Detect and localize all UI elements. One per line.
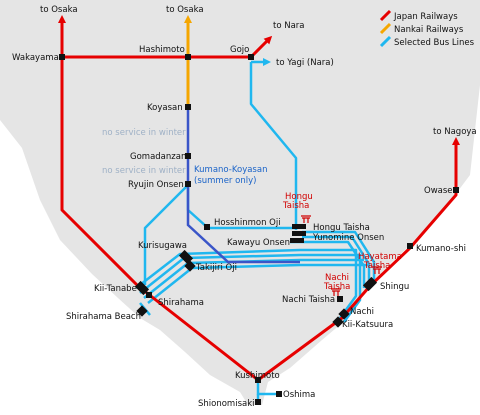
shrine-hongu-line2: Taisha: [282, 201, 309, 211]
label-kawayu-onsen: Kawayu Onsen: [227, 238, 290, 248]
label-nachi: Nachi: [350, 307, 374, 317]
shrine-hongu-line1: Hongu: [285, 192, 313, 202]
legend-swatch-bus: [379, 35, 392, 48]
label-takijiri-oji: Takijiri Oji: [195, 263, 237, 273]
label-oshima: Oshima: [283, 390, 315, 400]
label-yunomine-onsen: Yunomine Onsen: [312, 233, 384, 243]
jr-kisei-line: [60, 57, 460, 382]
legend: Japan Railways Nankai Railways Selected …: [379, 9, 475, 48]
label-kumano-shi: Kumano-shi: [416, 244, 466, 254]
station-shionomisaki[interactable]: [255, 399, 261, 405]
shrine-nachi-line1: Nachi: [325, 273, 349, 283]
bus-hongu-shingu-2: [302, 235, 371, 286]
torii-gate-icon: [301, 215, 311, 223]
label-shirahama: Shirahama: [158, 298, 204, 308]
station-koyasan[interactable]: [185, 104, 191, 110]
station-kii-katsuura[interactable]: [332, 316, 344, 328]
label-nachi-taisha: Nachi Taisha: [282, 295, 335, 305]
station-owase[interactable]: [453, 187, 459, 193]
label-ryujin-onsen: Ryujin Onsen: [128, 180, 184, 190]
note-winter-2: no service in winter: [102, 166, 186, 176]
station-gojo[interactable]: [248, 54, 254, 60]
station-kurisugawa[interactable]: [178, 249, 194, 265]
label-kii-katsuura: Kii-Katsuura: [342, 320, 393, 330]
station-hosshinmon[interactable]: [204, 224, 210, 230]
station-markers: [59, 54, 459, 405]
dest-osaka-jr: to Osaka: [40, 5, 78, 15]
label-kushimoto: Kushimoto: [235, 371, 280, 381]
note-kumano-koyasan-2: (summer only): [194, 176, 256, 186]
note-kumano-koyasan-1: Kumano-Koyasan: [194, 165, 267, 175]
label-shingu: Shingu: [380, 282, 409, 292]
label-hongu-taisha: Hongu Taisha: [313, 223, 370, 233]
legend-swatch-jr: [379, 9, 392, 22]
station-oshima[interactable]: [276, 391, 282, 397]
station-kushimoto[interactable]: [255, 377, 261, 383]
bus-tanabe-hongu-2: [139, 253, 362, 323]
bus-ryujin-tanabe: [143, 184, 189, 285]
legend-label-bus: Selected Bus Lines: [394, 38, 475, 48]
label-hosshinmon-oji: Hosshinmon Oji: [214, 218, 281, 228]
bus-gojo-hongu: [249, 62, 298, 230]
station-takijiri[interactable]: [184, 260, 196, 272]
label-gojo: Gojo: [230, 45, 249, 55]
bus-kumano-koyasan: [186, 108, 300, 264]
station-wakayama[interactable]: [59, 54, 65, 60]
label-owase: Owase: [424, 186, 453, 196]
dest-yagi: to Yagi (Nara): [276, 58, 334, 68]
station-shingu[interactable]: [362, 276, 378, 292]
station-shirahama[interactable]: [146, 292, 152, 298]
label-shionomisaki: Shionomisaki: [198, 399, 255, 409]
legend-label-nankai: Nankai Railways: [394, 25, 464, 35]
dest-osaka-nankai: to Osaka: [166, 5, 204, 15]
label-hashimoto: Hashimoto: [139, 45, 185, 55]
torii-gate-icon: [372, 266, 382, 274]
torii-gate-icon: [331, 288, 341, 296]
legend-swatch-nankai: [379, 22, 392, 35]
station-kii-tanabe[interactable]: [134, 280, 150, 296]
station-kawayu[interactable]: [290, 238, 304, 243]
station-nachi[interactable]: [338, 308, 350, 320]
label-koyasan: Koyasan: [147, 103, 183, 113]
land-area: [0, 0, 480, 405]
shrine-nachi-line2: Taisha: [323, 282, 350, 292]
bus-hongu-shingu-1: [302, 230, 376, 284]
station-gomadanzan[interactable]: [185, 153, 191, 159]
bus-tanabe-hongu-4: [147, 263, 368, 304]
station-hongu[interactable]: [292, 224, 306, 229]
dest-nagoya: to Nagoya: [433, 127, 477, 137]
station-yunomine[interactable]: [292, 231, 306, 236]
label-wakayama: Wakayama: [12, 53, 59, 63]
station-ryujin[interactable]: [185, 181, 191, 187]
station-kumano-shi[interactable]: [407, 243, 413, 249]
bus-lines: [135, 58, 376, 402]
dest-nara: to Nara: [273, 21, 305, 31]
label-kii-tanabe: Kii-Tanabe: [94, 284, 137, 294]
label-shirahama-beach: Shirahama Beach: [66, 312, 141, 322]
station-hashimoto[interactable]: [185, 54, 191, 60]
note-winter-1: no service in winter: [102, 128, 186, 138]
station-shirahama-beach[interactable]: [136, 305, 148, 317]
bus-tanabe-hongu-1: [135, 248, 358, 319]
legend-label-jr: Japan Railways: [393, 12, 458, 22]
station-nachi-taisha[interactable]: [337, 296, 343, 302]
label-gomadanzan: Gomadanzan: [130, 152, 186, 162]
shrine-hayatama-line1: Hayatama: [358, 252, 402, 262]
label-kurisugawa: Kurisugawa: [138, 241, 187, 251]
shrine-hayatama-line2: Taisha: [363, 261, 390, 271]
